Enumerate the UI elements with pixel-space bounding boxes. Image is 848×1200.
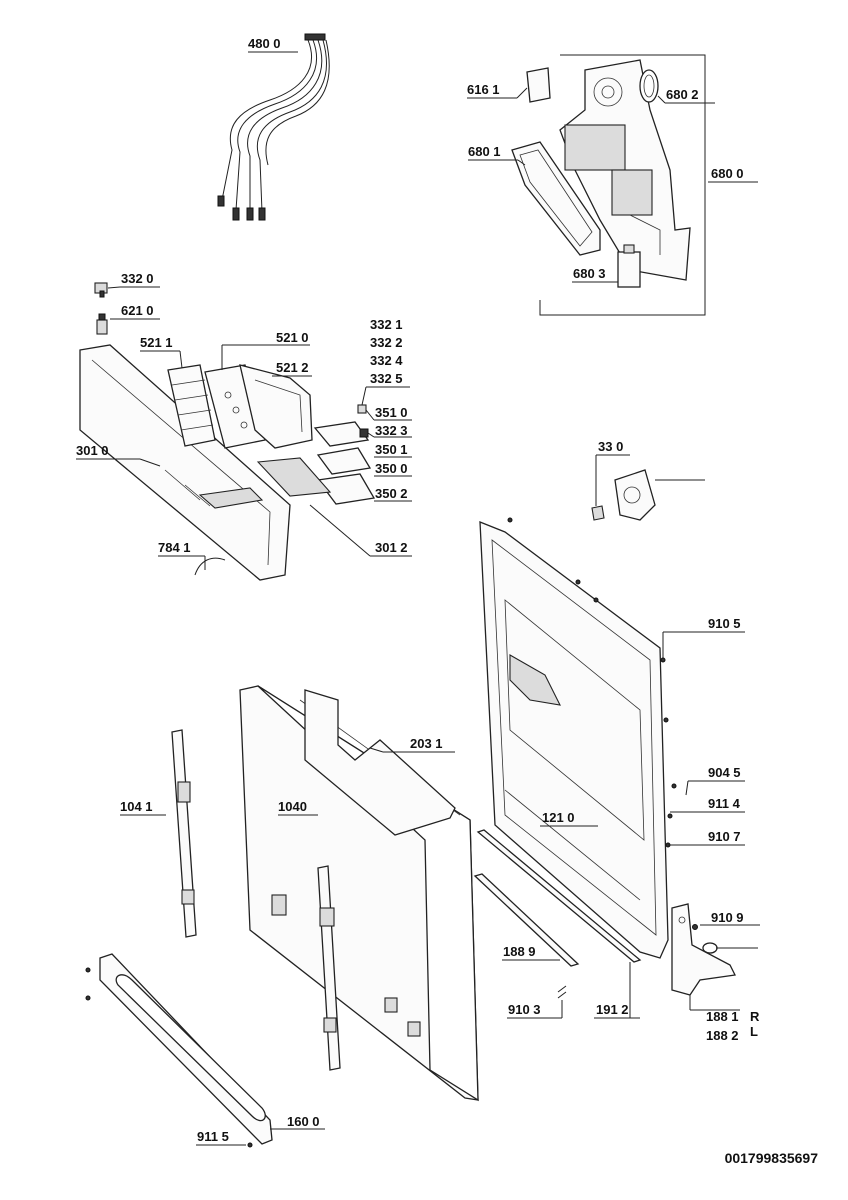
rail-part-104-1-right bbox=[317, 865, 341, 1071]
label-910-5: 910 5 bbox=[708, 616, 741, 631]
label-616-1: 616 1 bbox=[467, 82, 500, 97]
actuator-part-680-3 bbox=[617, 244, 641, 288]
clip-part-616-1 bbox=[526, 67, 551, 103]
label-188-9: 188 9 bbox=[503, 944, 536, 959]
dispenser-lid-part bbox=[511, 141, 601, 256]
label-203-1: 203 1 bbox=[410, 736, 443, 751]
inner-door-part-121-0 bbox=[479, 521, 669, 959]
label-680-3: 680 3 bbox=[573, 266, 606, 281]
label-911-5: 911 5 bbox=[197, 1129, 229, 1144]
label-301-0: 301 0 bbox=[76, 443, 109, 458]
label-521-0: 521 0 bbox=[276, 330, 309, 345]
label-350-0: 350 0 bbox=[375, 461, 408, 476]
screws-kickplate bbox=[85, 967, 253, 1148]
label-680-0: 680 0 bbox=[711, 166, 744, 181]
label-910-7: 910 7 bbox=[708, 829, 741, 844]
knob-part-621-0 bbox=[96, 313, 108, 335]
label-1040: 1040 bbox=[278, 799, 307, 814]
label-332-3: 332 3 bbox=[375, 423, 408, 438]
label-332-2: 332 2 bbox=[370, 335, 403, 350]
cover-part-521-2 bbox=[239, 364, 313, 449]
seal-strip-part-188-9 bbox=[473, 873, 580, 967]
label-911-4: 911 4 bbox=[708, 796, 741, 811]
button-panel-part-521-1 bbox=[167, 364, 216, 447]
dispenser-assembly-bracket bbox=[539, 54, 706, 316]
label-480-0: 480 0 bbox=[248, 36, 281, 51]
label-332-5: 332 5 bbox=[370, 371, 403, 386]
wiring-harness-part bbox=[217, 33, 330, 221]
screws-910-3 bbox=[557, 985, 567, 999]
label-910-3: 910 3 bbox=[508, 1002, 541, 1017]
label-350-1: 350 1 bbox=[375, 442, 408, 457]
label-r: R bbox=[750, 1009, 760, 1024]
dispenser-housing-part bbox=[559, 59, 691, 281]
hinge-part-188 bbox=[671, 903, 736, 996]
label-332-4: 332 4 bbox=[370, 353, 403, 368]
led-part-351-0 bbox=[357, 404, 369, 438]
buttons-part-350 bbox=[313, 421, 376, 505]
label-351-0: 351 0 bbox=[375, 405, 408, 420]
label-680-2: 680 2 bbox=[666, 87, 699, 102]
label-l: L bbox=[750, 1024, 758, 1039]
label-332-1: 332 1 bbox=[370, 317, 403, 332]
kickplate-part-160-0 bbox=[99, 953, 273, 1145]
label-332-0: 332 0 bbox=[121, 271, 154, 286]
label-160-0: 160 0 bbox=[287, 1114, 320, 1129]
label-621-0: 621 0 bbox=[121, 303, 154, 318]
label-904-5: 904 5 bbox=[708, 765, 741, 780]
label-301-2: 301 2 bbox=[375, 540, 408, 555]
label-521-1: 521 1 bbox=[140, 335, 173, 350]
label-33-0: 33 0 bbox=[598, 439, 623, 454]
cable-part-784-1 bbox=[194, 557, 226, 576]
window-strip-part-301-2 bbox=[256, 457, 332, 497]
label-188-2: 188 2 bbox=[706, 1028, 739, 1043]
label-521-2: 521 2 bbox=[276, 360, 309, 375]
rail-part-104-1-left bbox=[171, 729, 197, 938]
label-350-2: 350 2 bbox=[375, 486, 408, 501]
label-784-1: 784 1 bbox=[158, 540, 191, 555]
label-188-1: 188 1 bbox=[706, 1009, 739, 1024]
gasket-ring-part bbox=[639, 69, 659, 103]
control-panel-part-301-0 bbox=[79, 344, 291, 581]
switch-part-332-0 bbox=[94, 282, 108, 298]
seal-strip-part-191-2 bbox=[476, 829, 642, 963]
label-910-9: 910 9 bbox=[711, 910, 744, 925]
door-latch-part-33-0 bbox=[591, 469, 656, 521]
label-104-1: 104 1 bbox=[120, 799, 153, 814]
diagram-reference-code: 001799835697 bbox=[724, 1150, 818, 1166]
insulation-part-203-1 bbox=[304, 689, 456, 836]
label-191-2: 191 2 bbox=[596, 1002, 629, 1017]
label-680-1: 680 1 bbox=[468, 144, 501, 159]
label-121-0: 121 0 bbox=[542, 810, 575, 825]
screws-inner-door bbox=[507, 517, 677, 848]
